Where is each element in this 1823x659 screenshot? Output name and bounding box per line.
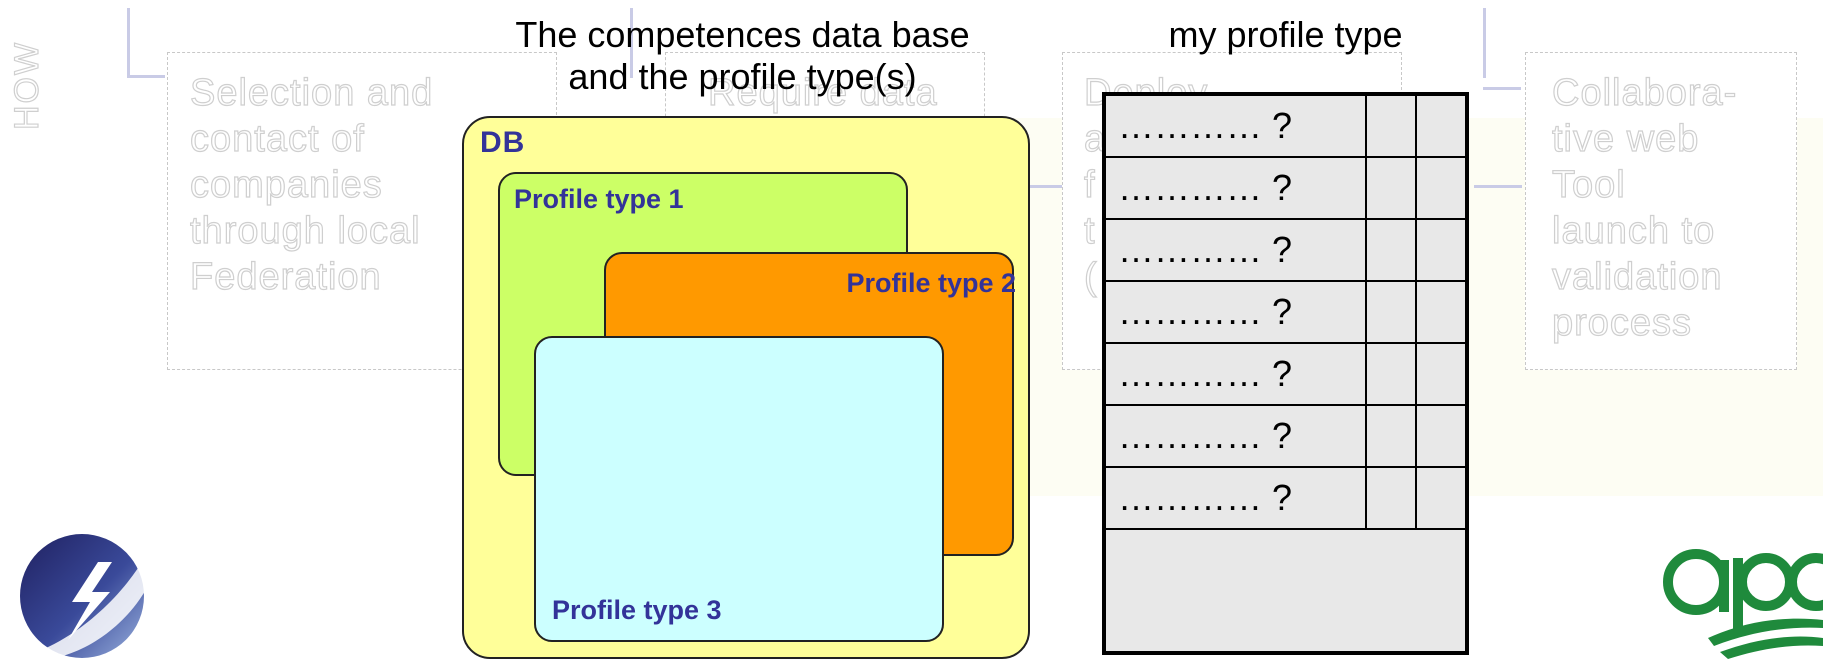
flow-connector xyxy=(127,8,130,78)
step-line: companies xyxy=(189,163,383,206)
flow-connector xyxy=(127,75,165,78)
profile-type-2-label: Profile type 2 xyxy=(846,268,1016,298)
step-line: Federation xyxy=(189,255,382,298)
database-container: DB Profile type 1 Profile type 2 Profile… xyxy=(462,116,1030,659)
profile-type-3-label: Profile type 3 xyxy=(552,595,722,625)
step-line: Collabora- xyxy=(1551,71,1738,114)
flow-connector xyxy=(630,8,633,78)
db-title: The competences data base and the profil… xyxy=(470,14,1015,98)
table-row: ………… ? xyxy=(1106,344,1465,406)
step-line: Selection and xyxy=(189,71,434,114)
row-cell xyxy=(1417,406,1465,466)
step-line: t xyxy=(1083,209,1096,252)
step-line: Tool xyxy=(1551,163,1626,206)
step-line: validation xyxy=(1551,255,1723,298)
side-label: HOW xyxy=(7,40,46,130)
table-row: ………… ? xyxy=(1106,96,1465,158)
row-cell xyxy=(1367,96,1417,156)
row-cell xyxy=(1417,158,1465,218)
flow-connector xyxy=(1483,8,1486,78)
step-line: f xyxy=(1083,163,1096,206)
flow-connector xyxy=(1028,185,1064,188)
process-step-text: Require data xyxy=(707,70,938,116)
row-label: ………… ? xyxy=(1106,158,1367,218)
row-cell xyxy=(1367,158,1417,218)
profile-table: ………… ? ………… ? ………… ? ………… ? ………… ? ………… … xyxy=(1102,92,1469,655)
row-cell xyxy=(1417,468,1465,528)
row-cell xyxy=(1367,406,1417,466)
step-line: launch to xyxy=(1551,209,1716,252)
process-step-box xyxy=(1525,52,1797,370)
lightning-bolt-logo xyxy=(20,534,150,659)
row-label: ………… ? xyxy=(1106,344,1367,404)
row-cell xyxy=(1367,282,1417,342)
row-cell xyxy=(1417,220,1465,280)
step-line: contact of xyxy=(189,117,365,160)
flow-connector xyxy=(1474,185,1522,188)
row-cell xyxy=(1417,344,1465,404)
table-row: ………… ? xyxy=(1106,220,1465,282)
row-cell xyxy=(1367,468,1417,528)
profile-type-1-label: Profile type 1 xyxy=(514,184,684,214)
row-label: ………… ? xyxy=(1106,468,1367,528)
step-line: process xyxy=(1551,301,1693,344)
table-row: ………… ? xyxy=(1106,282,1465,344)
table-row: ………… ? xyxy=(1106,468,1465,530)
row-cell xyxy=(1417,96,1465,156)
row-cell xyxy=(1367,344,1417,404)
db-title-line1: The competences data base xyxy=(515,14,970,55)
step-line: ( xyxy=(1083,255,1098,298)
step-line: tive web xyxy=(1551,117,1700,160)
db-label: DB xyxy=(480,126,526,159)
row-label: ………… ? xyxy=(1106,282,1367,342)
row-label: ………… ? xyxy=(1106,96,1367,156)
row-cell xyxy=(1417,282,1465,342)
profile-title: my profile type xyxy=(1168,14,1403,55)
afpa-logo xyxy=(1663,549,1823,659)
table-row: ………… ? xyxy=(1106,406,1465,468)
step-line: a xyxy=(1083,117,1107,160)
step-line: Require data xyxy=(707,71,938,114)
row-label: ………… ? xyxy=(1106,220,1367,280)
process-step-text: Collabora- tive web Tool launch to valid… xyxy=(1551,70,1738,346)
row-label: ………… ? xyxy=(1106,406,1367,466)
db-title-line2: and the profile type(s) xyxy=(568,56,917,97)
flow-connector xyxy=(1483,87,1521,90)
step-line: through local xyxy=(189,209,421,252)
row-cell xyxy=(1367,220,1417,280)
process-step-text: Selection and contact of companies throu… xyxy=(189,70,434,300)
table-row: ………… ? xyxy=(1106,158,1465,220)
profile-type-3-card: Profile type 3 xyxy=(534,336,944,642)
